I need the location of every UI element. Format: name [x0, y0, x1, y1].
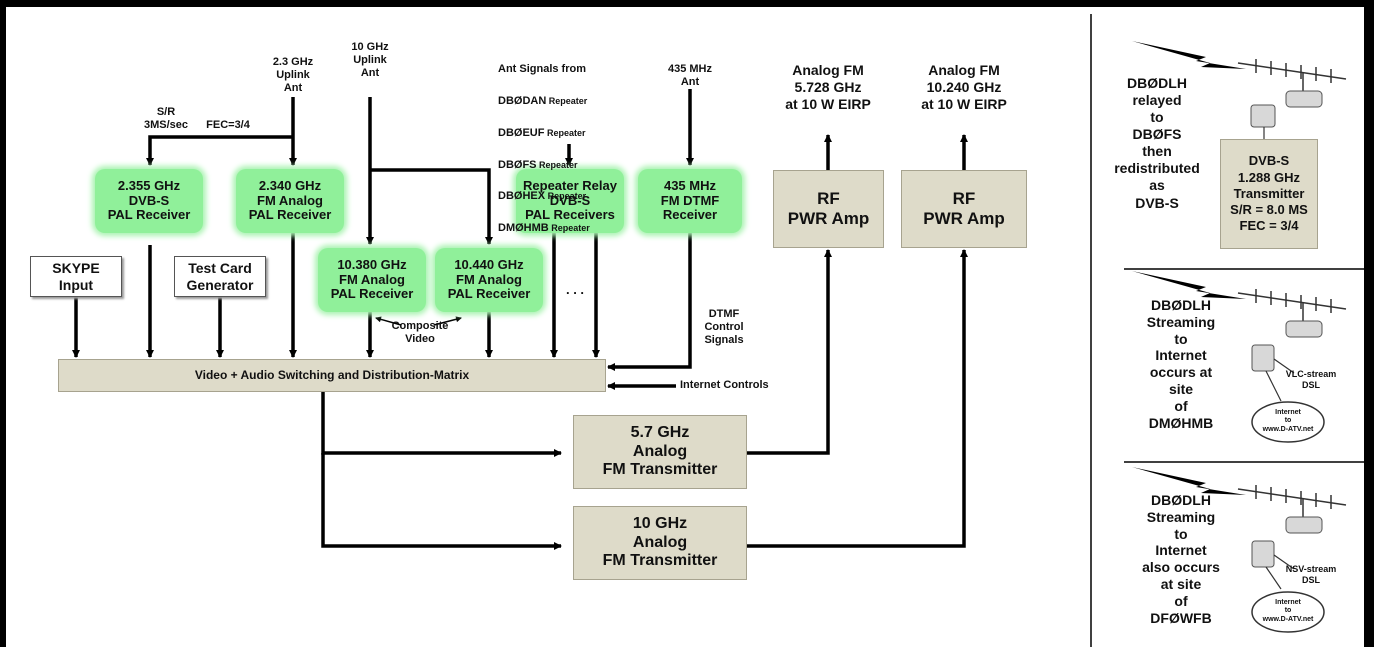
repeater-relay-receivers: Repeater Relay DVB-S PAL Receivers — [516, 169, 624, 233]
line-uplink-23-to-dvbs — [146, 135, 293, 166]
cloud-icon — [1251, 401, 1325, 443]
dvbs-2355-receiver: 2.355 GHz DVB-S PAL Receiver — [95, 169, 203, 233]
repeater-list-item: DBØHEX Repeater — [498, 190, 587, 203]
rf-pwr-amp-2: RF PWR Amp — [901, 170, 1027, 248]
signal-lines — [72, 14, 1364, 647]
line-dtmf-to-matrix — [607, 232, 692, 371]
line-tx57-to-amp1 — [747, 249, 832, 455]
uplink-23-label: 2.3 GHz Uplink Ant — [272, 56, 314, 95]
composite-arrow-left — [375, 316, 402, 326]
repeater-list-item: DBØEUF Repeater — [498, 126, 586, 139]
dtmf-435-receiver: 435 MHz FM DTMF Receiver — [638, 169, 742, 233]
output-5728-label: Analog FM 5.728 GHz at 10 W EIRP — [785, 62, 871, 112]
composite-arrow-right — [433, 316, 462, 326]
ant-signals-block: Ant Signals from DBØDAN Repeater DBØEUF … — [498, 46, 648, 253]
antenna-icon — [1237, 485, 1347, 521]
tx-57-ghz: 5.7 GHz Analog FM Transmitter — [573, 415, 747, 489]
cloud-label-2: Internet to www.D-ATV.net — [1262, 599, 1314, 623]
equipment-icon — [1250, 104, 1276, 128]
uplink-10-label: 10 GHz Uplink Ant — [351, 41, 389, 80]
repeater-list-item: DBØFS Repeater — [498, 158, 578, 171]
dtmf-control-label: DTMF Control Signals — [704, 308, 744, 347]
equipment-icon — [1285, 516, 1323, 534]
equipment-icon — [1285, 90, 1323, 108]
fm-2340-receiver: 2.340 GHz FM Analog PAL Receiver — [236, 169, 344, 233]
antenna-icon — [1237, 59, 1347, 95]
streaming-description-2: DBØDLH Streaming to Internet also occurs… — [1142, 492, 1220, 626]
line-matrix-to-tx10 — [321, 453, 562, 550]
repeater-list-item: DMØHMB Repeater — [498, 222, 590, 235]
rf-pwr-amp-1: RF PWR Amp — [773, 170, 884, 248]
internet-controls-label: Internet Controls — [680, 379, 769, 391]
relay-description: DBØDLH relayed to DBØFS then redistribut… — [1114, 75, 1200, 211]
line-tx10-to-amp2 — [747, 249, 968, 548]
fm-10380-receiver: 10.380 GHz FM Analog PAL Receiver — [318, 248, 426, 312]
line-uplink-10-to-10440 — [370, 168, 493, 245]
switching-matrix: Video + Audio Switching and Distribution… — [58, 359, 606, 392]
equipment-icon — [1251, 540, 1275, 568]
ant-signals-title: Ant Signals from — [498, 62, 587, 75]
fm-10440-receiver: 10.440 GHz FM Analog PAL Receiver — [435, 248, 543, 312]
nsv-stream-label: NSV-stream DSL — [1285, 564, 1337, 585]
sr-label: S/R 3MS/sec — [143, 106, 189, 132]
vlc-stream-label: VLC-stream DSL — [1285, 369, 1337, 390]
cloud-label-1: Internet to www.D-ATV.net — [1262, 409, 1314, 433]
cloud-icon — [1251, 591, 1325, 633]
equipment-icon — [1285, 320, 1323, 338]
output-10240-label: Analog FM 10.240 GHz at 10 W EIRP — [921, 62, 1007, 112]
equipment-icon — [1251, 344, 1275, 372]
ant-435-label: 435 MHz Ant — [667, 63, 713, 89]
line-matrix-to-tx57 — [321, 392, 562, 457]
repeater-list-item: DBØDAN Repeater — [498, 94, 588, 107]
test-card-generator: Test Card Generator — [174, 256, 266, 297]
lightning-icon — [1132, 467, 1246, 495]
fec-label: FEC=3/4 — [206, 119, 250, 131]
composite-video-label: Composite Video — [391, 320, 449, 346]
dvbs-transmitter: DVB-S 1.288 GHz Transmitter S/R = 8.0 MS… — [1220, 139, 1318, 249]
antenna-icon — [1237, 289, 1347, 325]
skype-input: SKYPE Input — [30, 256, 122, 297]
lightning-icon — [1132, 271, 1246, 299]
streaming-description-1: DBØDLH Streaming to Internet occurs at s… — [1146, 297, 1216, 431]
ellipsis-label: . . . — [565, 282, 585, 297]
lightning-icon — [1132, 41, 1246, 69]
diagram-canvas: 2.355 GHz DVB-S PAL Receiver 2.340 GHz F… — [6, 7, 1364, 647]
tx-10-ghz: 10 GHz Analog FM Transmitter — [573, 506, 747, 580]
